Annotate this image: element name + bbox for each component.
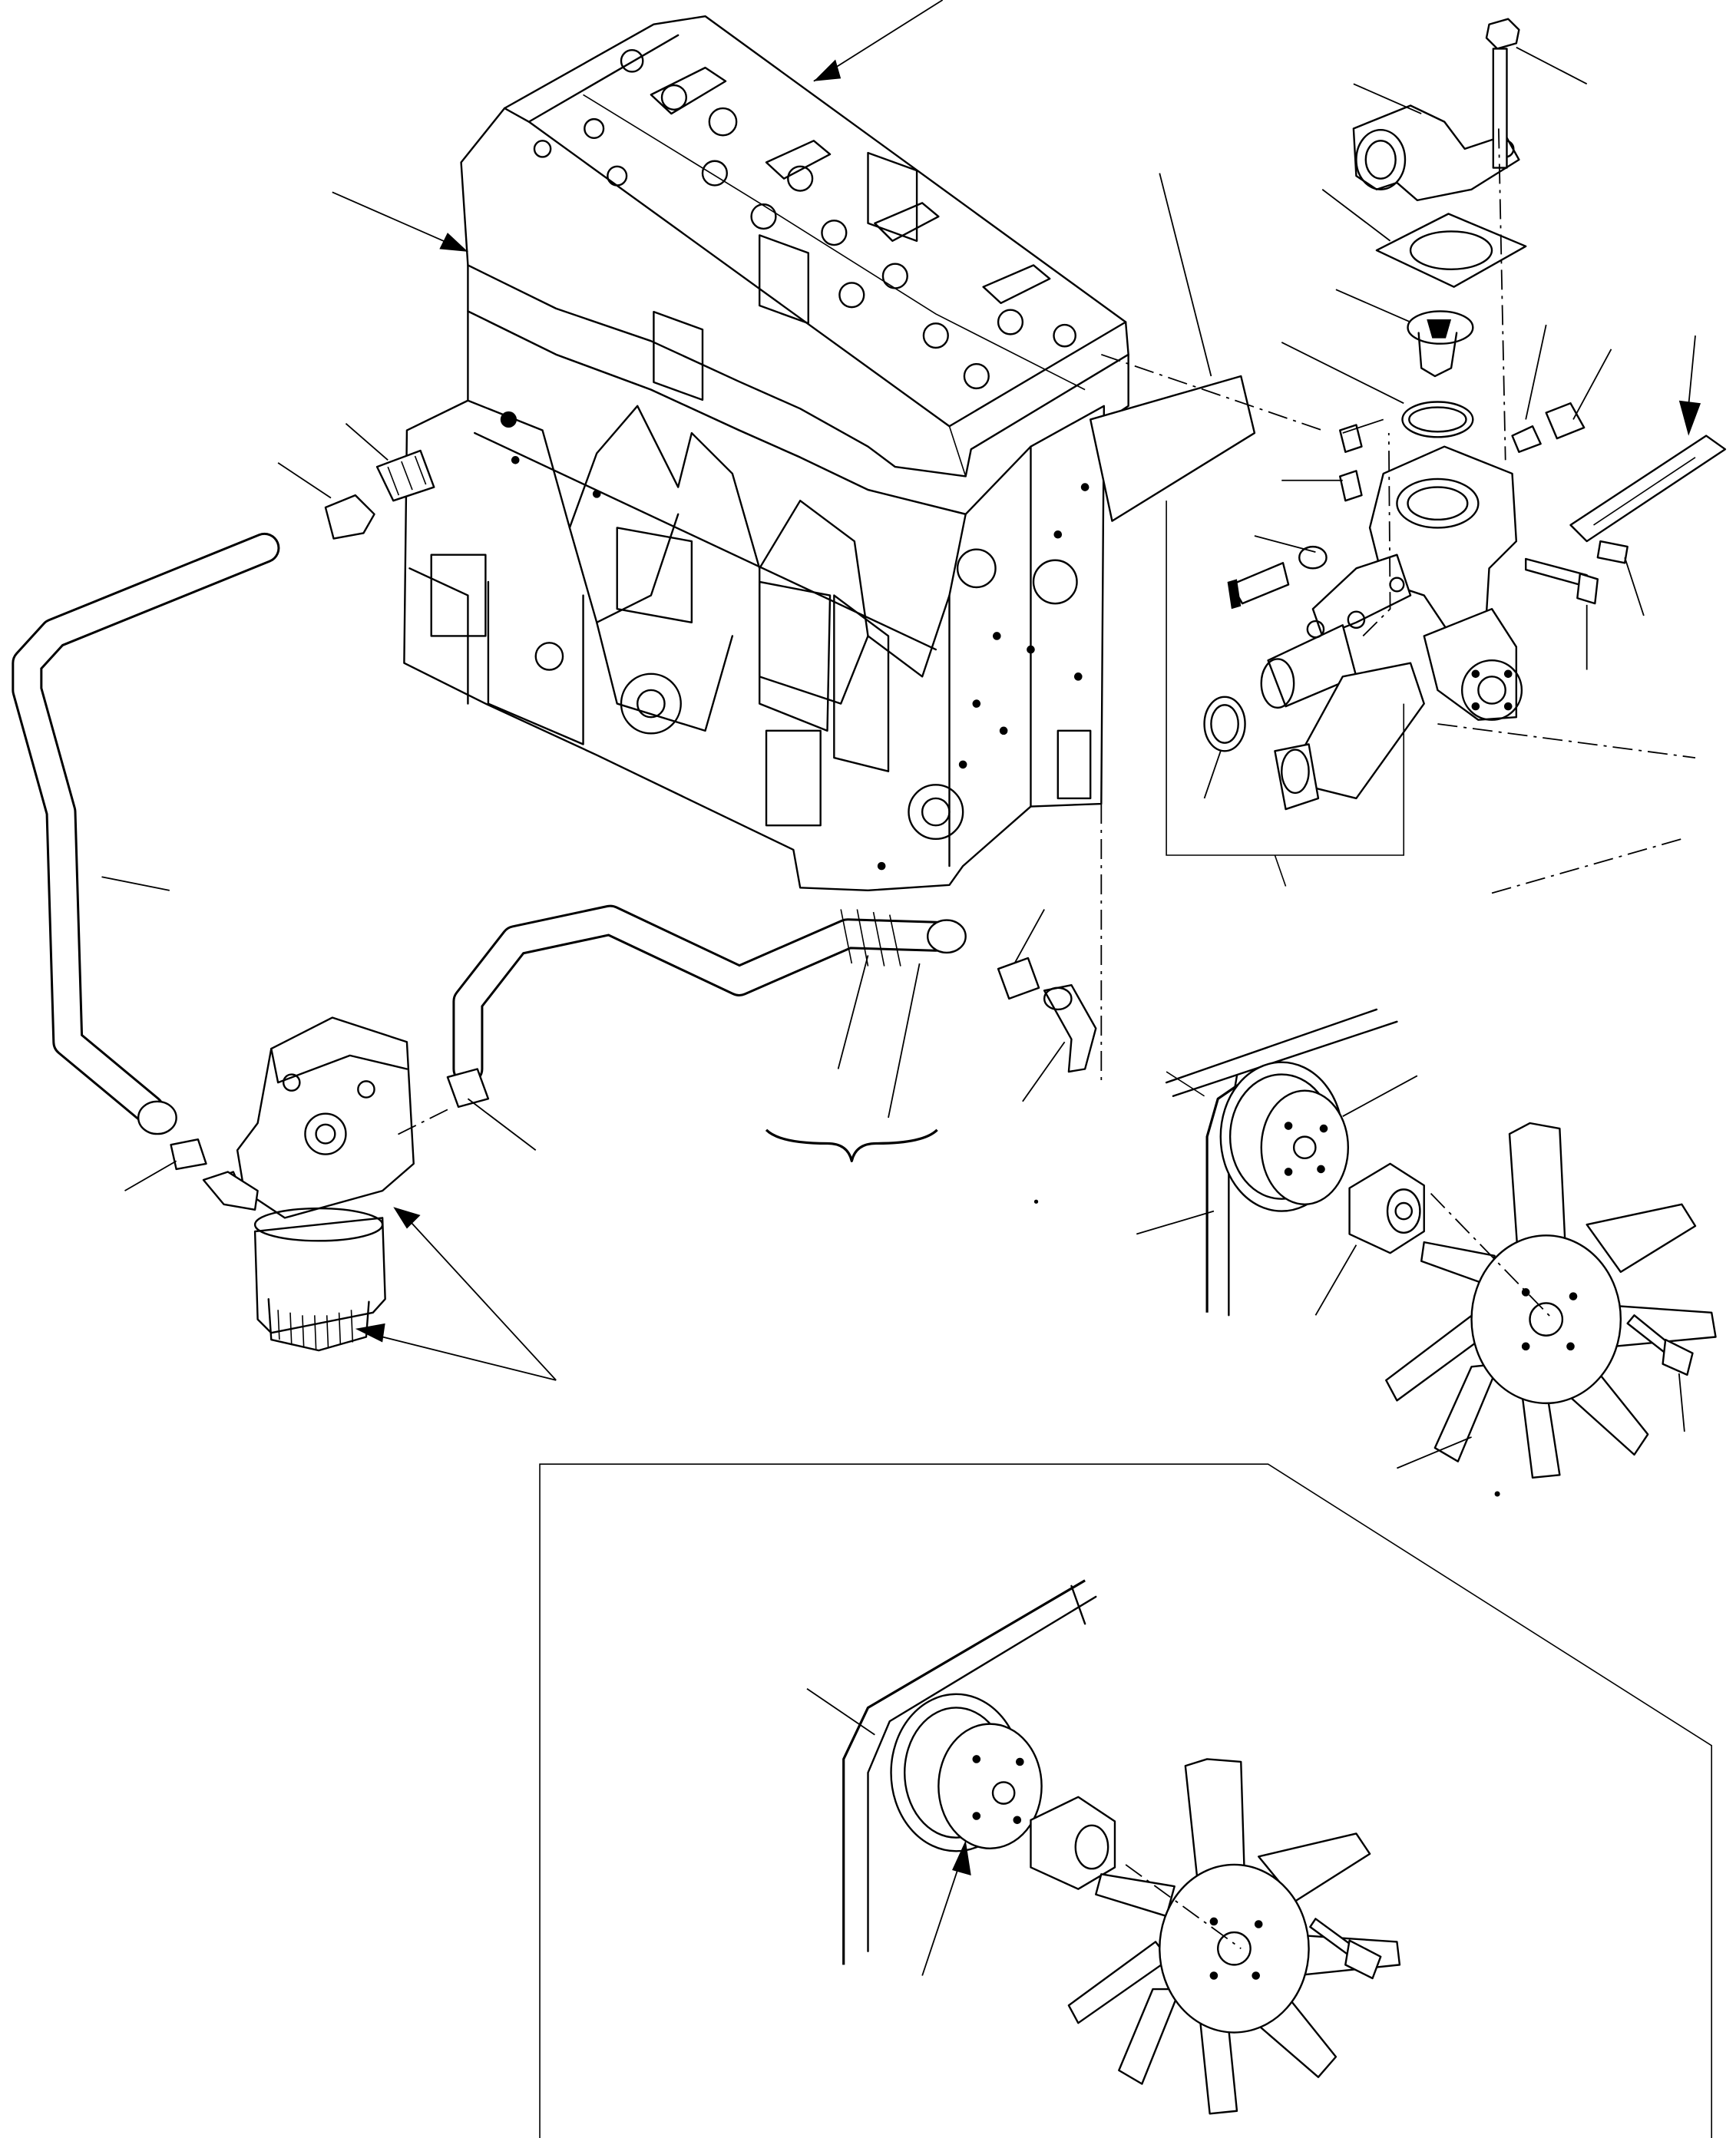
thermostat-o-ring xyxy=(1402,402,1473,438)
thermostat xyxy=(1408,311,1473,376)
fan-spacer xyxy=(1350,1164,1424,1253)
inset-fan-spacer xyxy=(1030,1797,1115,1889)
adjusting-bracket xyxy=(1570,436,1724,541)
rocker-studs xyxy=(534,50,1085,389)
water-pump-gasket xyxy=(1090,376,1255,521)
hose-clamps xyxy=(171,495,1040,1199)
sub-assembly-brackets xyxy=(766,501,1404,1161)
fan-pulley xyxy=(1221,1062,1348,1211)
water-pump xyxy=(1261,447,1522,809)
lower-hose xyxy=(468,910,965,1069)
pump-bolts xyxy=(1513,403,1628,603)
pump-o-ring xyxy=(1205,697,1245,752)
temperature-sensor xyxy=(1227,547,1327,610)
detail-inset-frame xyxy=(540,1464,1711,2138)
fan-bolt xyxy=(1628,1315,1693,1375)
upper-hose xyxy=(27,548,264,1134)
inset-fan-pulley xyxy=(891,1694,1042,1851)
thermostat-gasket xyxy=(1377,214,1526,287)
inset-fan-bolt xyxy=(1310,1918,1381,1978)
fan xyxy=(1386,1123,1715,1478)
assembly-centerlines xyxy=(393,128,1695,1948)
elbow-fitting xyxy=(1044,985,1096,1072)
cylinder-block xyxy=(404,311,1103,890)
drain-plugs xyxy=(1340,425,1361,501)
oil-filter-head xyxy=(203,1018,414,1218)
thermostat-cover xyxy=(1354,105,1519,200)
coolant-pipe xyxy=(377,451,434,501)
inset-fan xyxy=(1069,1759,1400,2113)
oil-filter-cartridge xyxy=(255,1208,385,1350)
callout-leaders xyxy=(101,0,1701,1975)
inset-fan-belt xyxy=(844,1581,1096,1965)
block-bolt-holes xyxy=(500,411,1090,871)
